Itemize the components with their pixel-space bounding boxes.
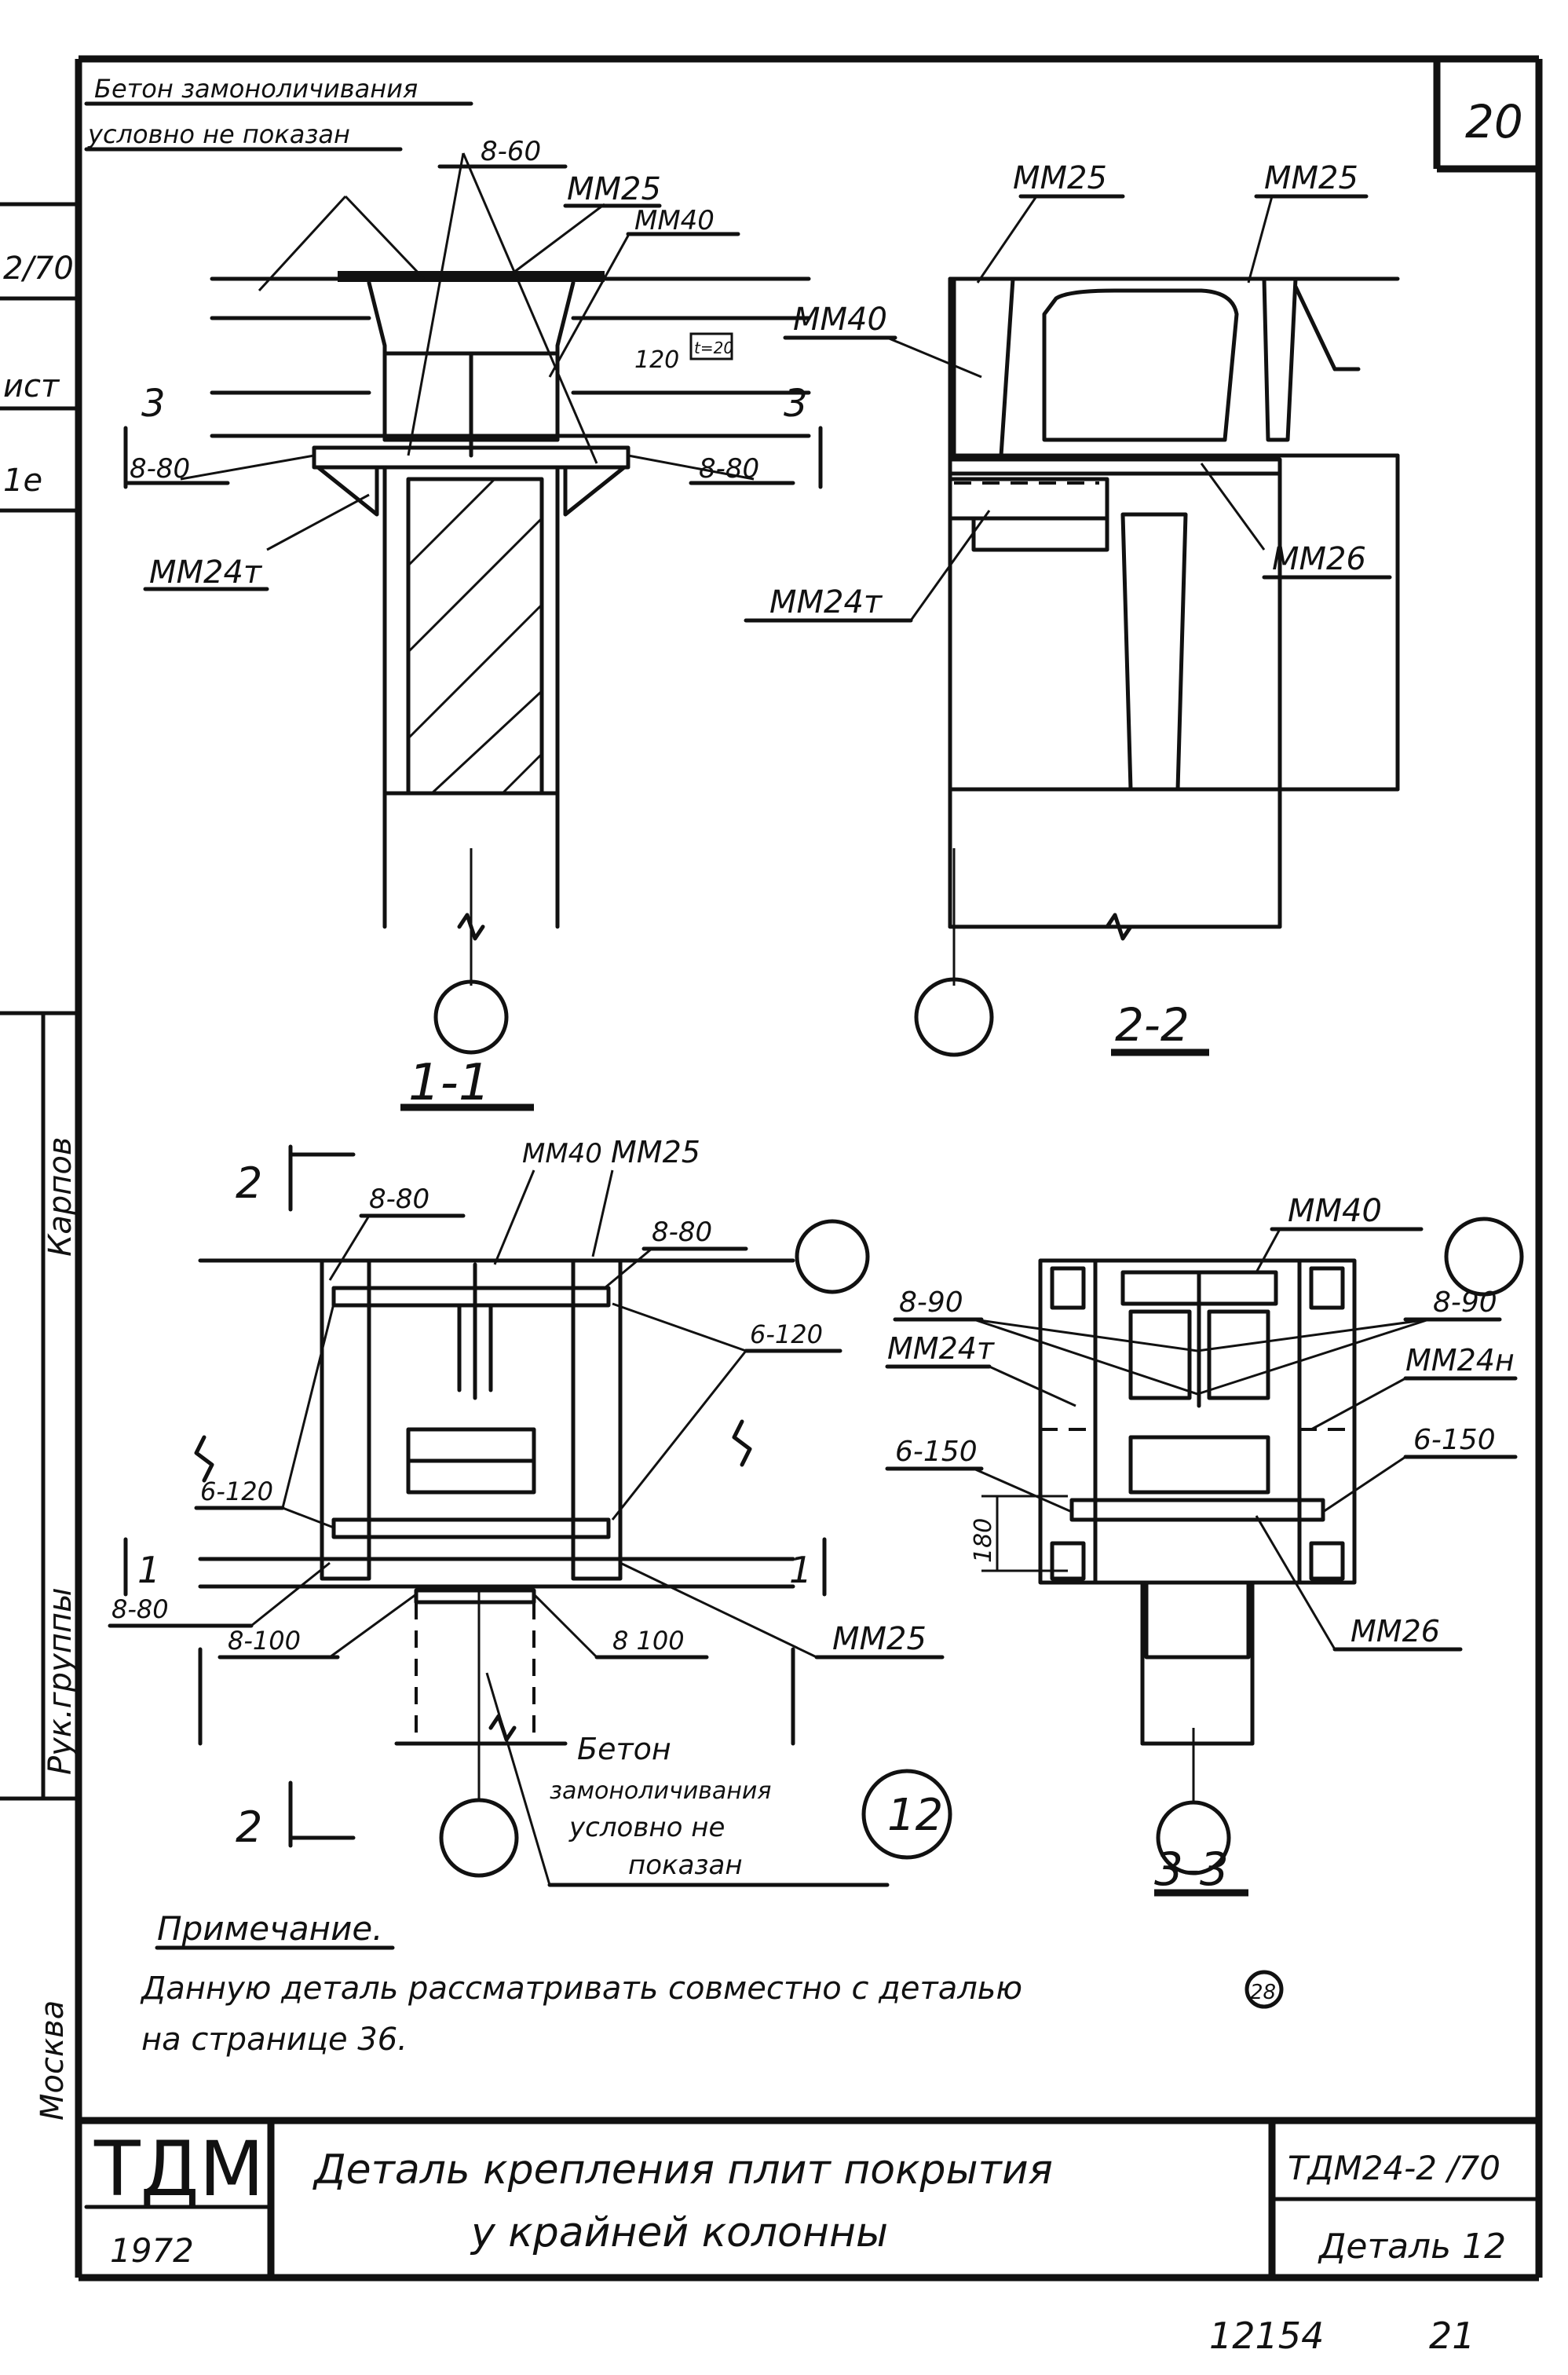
label-8-80-left-11: 8-80: [130, 453, 190, 485]
view-title-2-2: 2-2: [1115, 998, 1190, 1052]
title-block-logo: ТДМ: [93, 2125, 264, 2213]
plan-note-line2: замоноличивания: [550, 1777, 771, 1805]
title-block-title-line1: Деталь крепления плит покрытия: [313, 2146, 1053, 2194]
label-mm40-22: ММ40: [793, 302, 887, 338]
label-8-80-plan-c: 8-80: [111, 1594, 169, 1624]
axis-circle-4: [795, 1219, 870, 1294]
margin-text-3: 1е: [3, 463, 42, 499]
view-title-1-1: 1-1: [408, 1054, 491, 1112]
label-6-120-left: 6-120: [200, 1477, 273, 1506]
note-line-2: на странице 36.: [141, 2022, 408, 2058]
label-mm24t-22: ММ24т: [769, 584, 883, 620]
margin-text-6: Москва: [35, 2000, 71, 2121]
label-t20: t=20: [694, 339, 733, 357]
plan-note-line3: условно не: [568, 1812, 725, 1843]
axis-circle-3: [439, 1798, 519, 1878]
title-block-detail: Деталь 12: [1318, 2227, 1506, 2267]
label-mm25-22a: ММ25: [1013, 160, 1107, 196]
label-6-150-right: 6-150: [1413, 1424, 1496, 1456]
label-8-80-plan-b: 8-80: [652, 1217, 712, 1248]
note-heading: Примечание.: [157, 1909, 383, 1948]
section-mark-1-left: 1: [137, 1549, 160, 1591]
view-1-1: [84, 101, 823, 1111]
sheet-frame: [75, 55, 1543, 2282]
plan-note-line1: Бетон: [577, 1732, 671, 1766]
footer-text-2: 21: [1429, 2315, 1475, 2357]
title-block-title-line2: у крайней колонны: [470, 2209, 888, 2256]
left-margin-stamp: [0, 202, 81, 1801]
view-2-2: [744, 194, 1400, 1057]
detail-ref-number: 12: [887, 1790, 943, 1841]
detail-ref-circle: [861, 1769, 952, 1860]
note-ref-circle: [1245, 1970, 1284, 2009]
axis-circle-1: [433, 979, 509, 1055]
view-title-3-3: 3-3: [1154, 1843, 1229, 1896]
label-6-120-right: 6-120: [750, 1319, 823, 1349]
label-8-100-left: 8-100: [228, 1626, 301, 1656]
label-8-80-plan-a: 8-80: [369, 1184, 429, 1215]
view11-note-line2: условно не показан: [87, 119, 350, 149]
section-mark-1-right: 1: [789, 1549, 812, 1591]
label-8-80-right-11: 8-80: [699, 453, 759, 485]
sheet-number: 20: [1465, 95, 1523, 148]
label-mm40-11: ММ40: [634, 205, 715, 236]
label-mm25-plan-bottom: ММ25: [832, 1621, 927, 1657]
title-block-code: ТДМ24-2 /70: [1288, 2149, 1500, 2187]
label-8-100-right: 8 100: [612, 1626, 685, 1656]
label-8-90-right: 8-90: [1433, 1286, 1497, 1319]
plan-note-line4: показан: [628, 1850, 743, 1881]
label-mm24t-33: ММ24т: [887, 1331, 996, 1366]
label-6-150-left: 6-150: [895, 1436, 978, 1468]
label-mm26-33: ММ26: [1351, 1614, 1440, 1649]
margin-text-5: Рук.группы: [42, 1587, 79, 1775]
label-mm24n-33: ММ24н: [1405, 1343, 1515, 1378]
footer-text-1: 12154: [1209, 2315, 1324, 2357]
plan-view: [108, 1144, 952, 1887]
note-line-1: Данную деталь рассматривать совместно с …: [140, 1971, 1022, 2007]
label-mm25-11: ММ25: [567, 171, 661, 207]
label-mm24t-11: ММ24т: [149, 554, 263, 591]
label-180: 180: [970, 1518, 997, 1563]
view-3-3: [885, 1217, 1524, 1897]
section-mark-2-bottom: 2: [236, 1802, 262, 1852]
axis-circle-6: [1444, 1217, 1524, 1297]
title-block-year: 1972: [110, 2231, 194, 2270]
axis-circle-2: [914, 977, 994, 1057]
axis-circle-5: [1156, 1800, 1231, 1875]
label-8-60: 8-60: [481, 136, 541, 167]
margin-text-2: ист: [3, 368, 60, 404]
margin-text-4: Карпов: [42, 1137, 79, 1257]
note-ref: 28: [1250, 1981, 1276, 2004]
view11-note-line1: Бетон замоноличивания: [94, 74, 418, 104]
label-mm25-plan: ММ25: [611, 1135, 700, 1169]
title-block: [79, 2117, 1541, 2278]
margin-text-1: 2/70: [3, 251, 74, 287]
label-mm25-22b: ММ25: [1264, 160, 1358, 196]
label-mm40-plan: ММ40: [522, 1138, 602, 1169]
label-120: 120: [634, 346, 679, 374]
label-8-90-left: 8-90: [899, 1286, 963, 1319]
section-mark-3-left: 3: [141, 382, 166, 426]
section-mark-3-right: 3: [784, 382, 808, 426]
label-mm26-22: ММ26: [1272, 541, 1366, 577]
label-mm40-33: ММ40: [1288, 1193, 1382, 1229]
section-mark-2-top: 2: [236, 1158, 262, 1208]
